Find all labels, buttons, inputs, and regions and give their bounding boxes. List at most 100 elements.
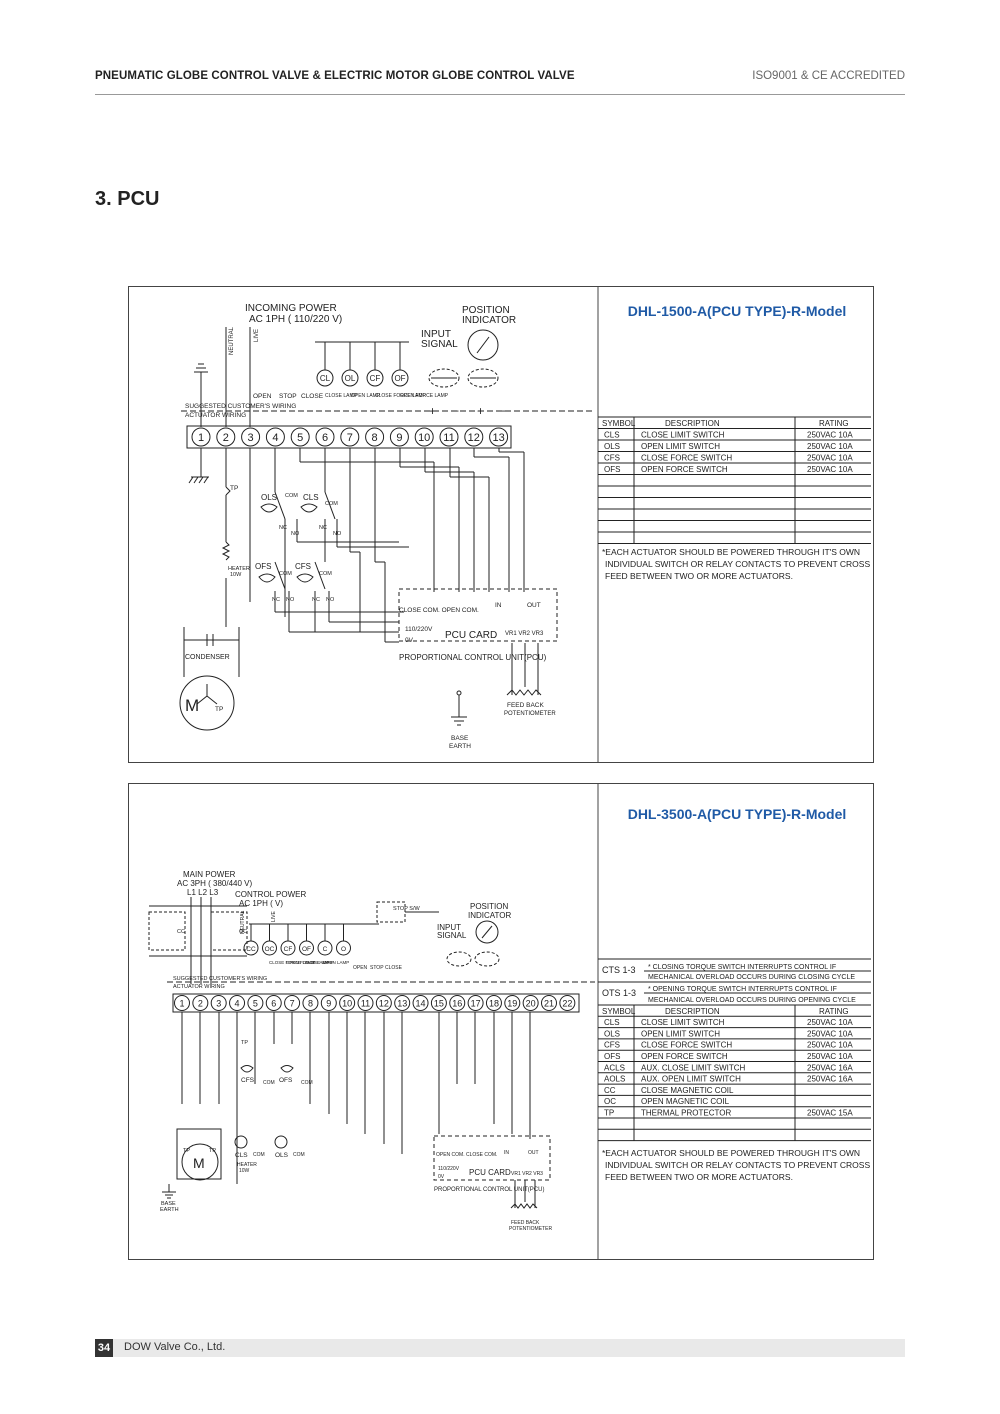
svg-text:CL: CL (320, 374, 331, 383)
wiring-diagram-dhl-3500: DHL-3500-A(PCU TYPE)-R-Model MAIN POWER … (128, 783, 874, 1260)
svg-text:16: 16 (452, 999, 462, 1009)
terminal-10: 10 (414, 427, 434, 447)
cc-contactor (148, 911, 186, 951)
svg-text:CLOSE MAGNETIC COIL: CLOSE MAGNETIC COIL (641, 1086, 734, 1095)
svg-text:6: 6 (322, 432, 328, 444)
terminal-18: 18 (485, 995, 502, 1011)
svg-text:CF: CF (370, 374, 381, 383)
svg-text:OL: OL (345, 374, 356, 383)
feedback-potentiometer (506, 689, 542, 696)
svg-text:8: 8 (372, 432, 378, 444)
note-line-1: *EACH ACTUATOR SHOULD BE POWERED THROUGH… (602, 1148, 860, 1158)
terminal-12: 12 (375, 995, 392, 1011)
svg-text:CF: CF (284, 946, 293, 953)
cfs-switch-cam (240, 1065, 254, 1073)
ols-switch-cam (260, 503, 278, 513)
terminal-15: 15 (430, 995, 447, 1011)
svg-text:13: 13 (397, 999, 407, 1009)
table-header: SYMBOL (602, 419, 636, 428)
position-indicator-gauge (475, 920, 499, 944)
motor-symbol (179, 675, 235, 731)
note-line-2: INDIVIDUAL SWITCH OR RELAY CONTACTS TO P… (605, 559, 870, 569)
svg-text:5: 5 (297, 432, 303, 444)
actuator-wiring-label: ACTUATOR WIRING (173, 984, 225, 990)
svg-text:11: 11 (443, 432, 454, 444)
terminal-4: 4 (265, 427, 285, 447)
label-close-force-lamp: CLOSE FORCE LAMP (269, 960, 315, 965)
svg-text:INDICATOR: INDICATOR (462, 315, 516, 326)
svg-text:COM: COM (325, 501, 338, 507)
pcu-card-label: PCU CARD (469, 1168, 511, 1177)
header-title: PNEUMATIC GLOBE CONTROL VALVE & ELECTRIC… (95, 70, 575, 82)
stop-sw-label: STOP S/W (393, 906, 421, 912)
terminal-11: 11 (439, 427, 459, 447)
live-label: LIVE (271, 910, 277, 922)
motor-label: M (185, 696, 199, 715)
label-open: OPEN (253, 393, 272, 400)
terminal-3: 3 (210, 995, 227, 1011)
svg-text:10W: 10W (239, 1168, 250, 1174)
svg-text:CFS: CFS (604, 454, 620, 463)
v110-label: 110/220V (405, 626, 433, 633)
svg-text:21: 21 (544, 999, 554, 1009)
main-power-label: MAIN POWER (183, 870, 236, 879)
svg-text:7: 7 (290, 999, 295, 1009)
feedback-label: FEED BACK (507, 702, 545, 709)
svg-text:COM: COM (253, 1152, 265, 1158)
condenser-label: CONDENSER (185, 654, 230, 661)
motor-symbol (181, 1143, 219, 1181)
svg-text:OF: OF (302, 946, 311, 953)
tp-label: TP (230, 485, 238, 492)
svg-text:NC: NC (279, 525, 287, 531)
note-line-1: *EACH ACTUATOR SHOULD BE POWERED THROUGH… (602, 547, 860, 557)
svg-text:OPEN MAGNETIC COIL: OPEN MAGNETIC COIL (641, 1097, 730, 1106)
ots-line-1: * OPENING TORQUE SWITCH INTERRUPTS CONTR… (648, 986, 837, 993)
svg-text:OPEN LIMIT SWITCH: OPEN LIMIT SWITCH (641, 1029, 720, 1038)
cfs-label: CFS (295, 562, 311, 571)
lamp-of: OF (391, 369, 409, 387)
svg-text:COM: COM (263, 1080, 275, 1086)
svg-text:12: 12 (468, 432, 480, 444)
terminal-6: 6 (315, 427, 335, 447)
note-line-3: FEED BETWEEN TWO OR MORE ACTUATORS. (605, 1172, 793, 1182)
note-line-3: FEED BETWEEN TWO OR MORE ACTUATORS. (605, 571, 793, 581)
table-header: DESCRIPTION (665, 1007, 720, 1016)
suggested-wiring-label: SUGGESTED CUSTOMER'S WIRING (185, 403, 296, 410)
svg-text:−: − (501, 404, 508, 418)
motor-label: M (193, 1155, 205, 1171)
feedback-label: FEED BACK (511, 1220, 540, 1226)
lamp-ol: OL (341, 369, 359, 387)
svg-text:250VAC 10A: 250VAC 10A (807, 431, 853, 440)
lamp-cf: CF (280, 924, 296, 956)
svg-text:250VAC 10A: 250VAC 10A (807, 465, 853, 474)
terminal-1: 1 (191, 427, 211, 447)
svg-text:CFS: CFS (604, 1041, 620, 1050)
svg-text:OUT: OUT (527, 602, 541, 609)
svg-text:TP: TP (183, 1148, 190, 1154)
svg-text:250VAC 10A: 250VAC 10A (807, 442, 853, 451)
position-indicator-gauge (467, 329, 499, 361)
ols-switch (274, 1135, 288, 1149)
proportional-control-label: PROPORTIONAL CONTROL UNIT(PCU) (399, 653, 547, 662)
card-terminal-labels: OPEN COM. CLOSE COM. (436, 1152, 497, 1158)
cls-switch-cam (300, 503, 318, 513)
lamp-cl: CL (316, 369, 334, 387)
terminal-4: 4 (229, 995, 246, 1011)
svg-text:OPEN FORCE SWITCH: OPEN FORCE SWITCH (641, 465, 728, 474)
terminal-21: 21 (541, 995, 557, 1011)
heater-resistor (221, 541, 231, 561)
header-rule (95, 94, 905, 95)
ofs-switch-cam (258, 573, 276, 583)
terminal-13: 13 (394, 995, 411, 1011)
svg-text:POTENTIOMETER: POTENTIOMETER (509, 1226, 552, 1232)
svg-text:EARTH: EARTH (160, 1207, 179, 1213)
svg-text:250VAC 10A: 250VAC 10A (807, 1018, 853, 1027)
terminal-11: 11 (357, 995, 374, 1011)
svg-text:22: 22 (562, 999, 572, 1009)
cls-label: CLS (235, 1152, 248, 1159)
